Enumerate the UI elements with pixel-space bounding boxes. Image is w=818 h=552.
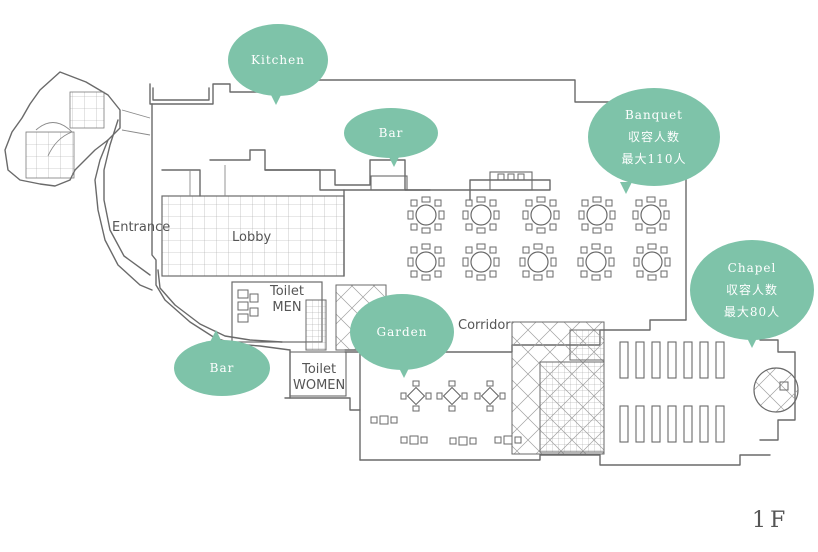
toilet-men-label: Toilet MEN xyxy=(270,284,304,316)
chapel-bubble-line2: 収容人数 xyxy=(725,283,778,297)
bar-top-bubble-tail xyxy=(388,155,400,167)
banquet-head-table xyxy=(497,173,525,181)
banquet-bubble: Banquet 収容人数 最大110人 xyxy=(588,88,720,186)
garden-bubble-tail xyxy=(398,366,410,378)
toilet-women-line1: Toilet xyxy=(302,362,337,377)
toilet-women-line2: WOMEN xyxy=(293,378,346,393)
bar-top-bubble-text: Bar xyxy=(378,126,404,140)
banquet-tables xyxy=(407,196,671,281)
toilet-men-line1: Toilet xyxy=(270,284,305,299)
entrance-label: Entrance xyxy=(112,220,171,235)
toilet-men-line2: MEN xyxy=(272,300,302,315)
banquet-bubble-line1: Banquet xyxy=(624,108,684,122)
lobby-floor xyxy=(161,195,345,277)
chapel-bubble-line3: 最大80人 xyxy=(723,305,781,319)
chapel-area xyxy=(619,339,799,443)
bar-left-bubble-tail xyxy=(210,330,222,342)
corridor-label: Corridor xyxy=(458,318,511,333)
floor-label: 1F xyxy=(752,508,790,533)
bar-left-bubble: Bar xyxy=(174,340,270,396)
kitchen-bubble-tail xyxy=(270,93,282,105)
garden-tables xyxy=(370,380,522,446)
chapel-bubble: Chapel 収容人数 最大80人 xyxy=(690,240,814,340)
banquet-bubble-line3: 最大110人 xyxy=(621,152,687,166)
lobby-label: Lobby xyxy=(232,230,272,245)
chapel-bubble-tail xyxy=(746,336,758,348)
banquet-bubble-tail xyxy=(620,182,632,194)
bar-left-bubble-text: Bar xyxy=(209,361,235,375)
toilet-women-label: Toilet WOMEN xyxy=(293,362,345,394)
kitchen-bubble-text: Kitchen xyxy=(251,53,305,67)
bar-top-bubble: Bar xyxy=(344,108,438,158)
chapel-bubble-line1: Chapel xyxy=(727,261,777,275)
kitchen-bubble: Kitchen xyxy=(228,24,328,96)
banquet-bubble-line2: 収容人数 xyxy=(627,130,680,144)
entrance-tower xyxy=(4,71,153,291)
garden-bubble: Garden xyxy=(350,294,454,370)
garden-bubble-text: Garden xyxy=(376,325,428,339)
